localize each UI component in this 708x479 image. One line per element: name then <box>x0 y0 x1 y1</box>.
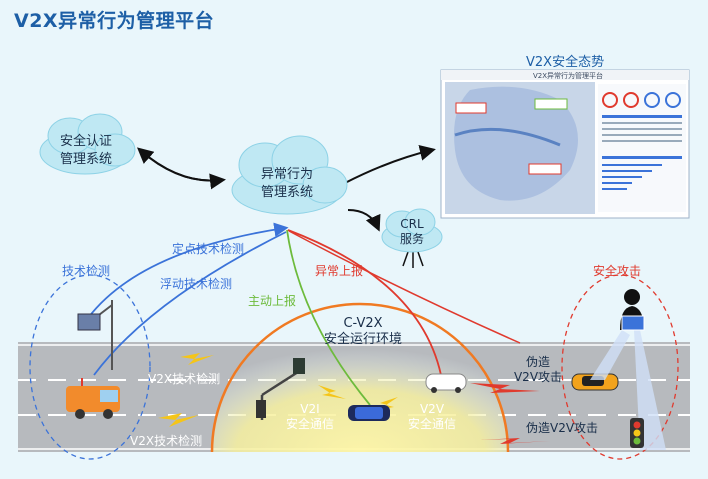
active-report-label: 主动上报 <box>248 294 297 308</box>
white-car <box>425 373 467 393</box>
auth-label-line2: 管理系统 <box>59 152 112 167</box>
detection-van <box>66 378 120 419</box>
roadside-unit <box>77 300 113 370</box>
situation-title: V2X安全态势 <box>526 55 605 70</box>
attack-bolts <box>470 383 550 444</box>
abnormal-report-line-2 <box>288 230 521 344</box>
platform-cloud <box>231 135 348 215</box>
cv2x-label: C-V2X 安全运行环境 <box>318 316 408 348</box>
auth-cloud-label: 安全认证 管理系统 <box>50 133 122 169</box>
forge-car-label: 伪造 V2V攻击 <box>508 355 568 385</box>
dashboard-header: V2X异常行为管理平台 <box>533 72 604 80</box>
v2i-label: V2I 安全通信 <box>280 402 340 432</box>
attacker-traffic-light <box>630 418 644 448</box>
forge-car-label-line2: V2V攻击 <box>513 370 563 384</box>
v2i-label-line2: 安全通信 <box>285 417 334 431</box>
crl-cloud-label: CRL 服务 <box>390 217 434 247</box>
attack-label: 安全攻击 <box>593 264 642 278</box>
platform-label-line2: 管理系统 <box>260 185 313 200</box>
cv2x-zone-border <box>210 302 510 453</box>
v2v-label-line2: 安全通信 <box>407 417 456 431</box>
attack-circle <box>561 274 679 460</box>
v2v-label-line1: V2V <box>419 402 445 416</box>
crl-broadcast-3 <box>417 251 424 267</box>
fixed-detect-label: 定点技术检测 <box>172 242 245 256</box>
crl-cloud <box>381 208 443 253</box>
lightning-bolts <box>158 353 398 427</box>
forge-car-label-line1: 伪造 <box>525 355 550 369</box>
mobile-detect-label: 浮动技术检测 <box>160 277 233 291</box>
mobile-detect-line <box>93 231 287 376</box>
cv2x-label-line2: 安全运行环境 <box>323 332 402 347</box>
active-report-line <box>286 229 371 406</box>
v2v-label: V2V 安全通信 <box>402 402 462 432</box>
platform-cloud-label: 异常行为 管理系统 <box>250 166 324 202</box>
v2x-detect-label-1: V2X技术检测 <box>148 372 221 386</box>
abnormal-report-label: 异常上报 <box>315 264 364 278</box>
auth-label-line1: 安全认证 <box>59 134 112 149</box>
crl-broadcast-1 <box>402 251 409 267</box>
platform-auth-arrow <box>136 147 223 182</box>
platform-crl-arrow <box>347 209 381 232</box>
abnormal-report-line <box>287 229 442 376</box>
crl-label-line1: CRL <box>400 217 424 231</box>
v2x-detect-label-2: V2X技术检测 <box>130 434 203 448</box>
crl-label-line2: 服务 <box>399 232 424 246</box>
center-car <box>348 405 390 421</box>
page-title: V2X异常行为管理平台 <box>14 10 215 32</box>
cv2x-label-line1: C-V2X <box>343 316 383 331</box>
platform-label-line1: 异常行为 <box>260 167 313 182</box>
tech-detect-circle <box>29 274 151 460</box>
auth-cloud <box>39 113 136 175</box>
cv2x-zone <box>212 304 508 452</box>
tech-detect-label: 技术检测 <box>62 264 111 278</box>
fixed-detect-line <box>87 222 289 319</box>
traffic-signal <box>256 358 305 420</box>
forge-light-label: 伪造V2V攻击 <box>526 421 599 435</box>
v2i-label-line1: V2I <box>300 402 320 416</box>
situation-dashboard <box>440 69 690 219</box>
platform-dashboard-arrow <box>344 144 436 184</box>
